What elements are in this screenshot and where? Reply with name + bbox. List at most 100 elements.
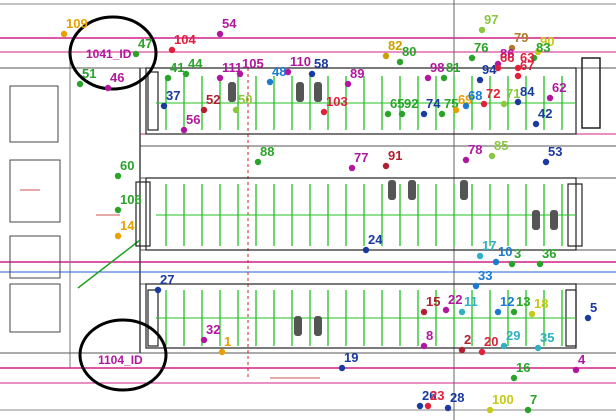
marker-82[interactable]: 82 — [382, 38, 403, 60]
marker-47[interactable]: 47 — [132, 36, 153, 58]
marker-1[interactable]: 1 — [218, 334, 231, 356]
marker-78[interactable]: 78 — [462, 142, 483, 164]
marker-28[interactable]: 28 — [444, 390, 465, 412]
marker-33[interactable]: 33 — [472, 268, 493, 290]
marker-27[interactable]: 27 — [154, 272, 175, 294]
marker-37[interactable]: 37 — [160, 88, 181, 110]
marker-17[interactable]: 17 — [476, 238, 497, 260]
marker-53[interactable]: 53 — [542, 144, 563, 166]
marker-104[interactable]: 104 — [168, 32, 197, 54]
marker-24[interactable]: 24 — [362, 232, 383, 254]
marker-2[interactable]: 2 — [458, 332, 471, 354]
marker-26[interactable]: 26 — [416, 388, 437, 410]
marker-69[interactable]: 69 — [452, 92, 473, 114]
marker-100[interactable]: 100 — [486, 392, 514, 414]
marker-92[interactable]: 92 — [398, 96, 419, 118]
marker-81[interactable]: 81 — [440, 60, 461, 82]
marker-label: 12 — [500, 294, 514, 309]
marker-109[interactable]: 109 — [60, 16, 88, 38]
marker-42[interactable]: 42 — [532, 106, 553, 128]
marker-51[interactable]: 51 — [76, 66, 97, 88]
marker-label: 103 — [326, 94, 348, 109]
marker-88[interactable]: 88 — [254, 144, 275, 166]
marker-52[interactable]: 52 — [200, 92, 221, 114]
marker-label: 41 — [170, 60, 184, 75]
marker-19[interactable]: 19 — [338, 350, 359, 372]
marker-106[interactable]: 106 — [114, 192, 142, 214]
marker-111[interactable]: 111 — [216, 60, 242, 82]
marker-18[interactable]: 18 — [528, 296, 549, 318]
marker-50[interactable]: 50 — [232, 92, 253, 114]
marker-dot — [532, 120, 540, 128]
marker-36[interactable]: 36 — [536, 246, 557, 268]
marker-label: 72 — [486, 86, 500, 101]
marker-10[interactable]: 10 — [492, 244, 513, 266]
marker-5[interactable]: 5 — [584, 300, 597, 322]
marker-68[interactable]: 68 — [462, 88, 483, 110]
marker-15[interactable]: 15 — [420, 294, 441, 316]
marker-dot — [398, 110, 406, 118]
marker-58[interactable]: 58 — [308, 56, 329, 78]
marker-23[interactable]: 23 — [424, 388, 445, 410]
marker-32[interactable]: 32 — [200, 322, 221, 344]
marker-46[interactable]: 46 — [104, 70, 125, 92]
marker-41[interactable]: 41 — [164, 60, 185, 82]
marker-65[interactable]: 65 — [384, 96, 405, 118]
marker-16[interactable]: 16 — [510, 360, 531, 382]
marker-dot — [384, 110, 392, 118]
marker-67[interactable]: 67 — [514, 58, 535, 80]
marker-29[interactable]: 29 — [500, 328, 521, 350]
marker-77[interactable]: 77 — [348, 150, 369, 172]
marker-12[interactable]: 12 — [494, 294, 515, 316]
marker-84[interactable]: 84 — [514, 84, 535, 106]
marker-44[interactable]: 44 — [182, 56, 203, 78]
marker-91[interactable]: 91 — [382, 148, 403, 170]
marker-94[interactable]: 94 — [476, 62, 497, 84]
marker-76[interactable]: 76 — [468, 40, 489, 62]
marker-110[interactable]: 110 — [284, 54, 311, 76]
marker-48[interactable]: 48 — [266, 64, 287, 86]
marker-74[interactable]: 74 — [420, 96, 441, 118]
marker-85[interactable]: 85 — [488, 138, 509, 160]
marker-71[interactable]: 71 — [500, 86, 521, 108]
marker-75[interactable]: 75 — [438, 96, 459, 118]
marker-label: 48 — [272, 64, 286, 79]
cart-icon — [408, 180, 416, 200]
cart-icon — [296, 82, 304, 102]
marker-54[interactable]: 54 — [216, 16, 237, 38]
marker-8[interactable]: 8 — [420, 328, 433, 350]
marker-dot — [438, 110, 446, 118]
marker-56[interactable]: 56 — [180, 112, 201, 134]
marker-98[interactable]: 98 — [424, 60, 445, 82]
marker-3[interactable]: 3 — [508, 246, 521, 268]
marker-11[interactable]: 11 — [458, 294, 478, 316]
marker-14[interactable]: 14 — [114, 218, 135, 240]
marker-label: 19 — [344, 350, 358, 365]
marker-105[interactable]: 105 — [236, 56, 264, 78]
marker-63[interactable]: 63 — [514, 50, 535, 72]
marker-62[interactable]: 62 — [546, 80, 567, 102]
marker-20[interactable]: 20 — [478, 334, 499, 356]
marker-72[interactable]: 72 — [480, 86, 501, 108]
marker-103[interactable]: 103 — [320, 94, 348, 116]
marker-79[interactable]: 79 — [508, 30, 529, 52]
marker-7[interactable]: 7 — [524, 392, 537, 414]
marker-83[interactable]: 83 — [530, 40, 551, 62]
marker-dot — [478, 26, 486, 34]
marker-60[interactable]: 60 — [114, 158, 135, 180]
marker-66[interactable]: 66 — [494, 50, 515, 72]
marker-35[interactable]: 35 — [534, 330, 555, 352]
marker-4[interactable]: 4 — [572, 352, 586, 374]
marker-90[interactable]: 90 — [534, 34, 555, 56]
marker-label: 10 — [498, 244, 512, 259]
marker-22[interactable]: 22 — [442, 292, 463, 314]
marker-89[interactable]: 89 — [344, 66, 365, 88]
marker-label: 47 — [138, 36, 152, 51]
marker-13[interactable]: 13 — [510, 294, 531, 316]
marker-label: 82 — [388, 38, 402, 53]
marker-label: 105 — [242, 56, 264, 71]
marker-97[interactable]: 97 — [478, 12, 499, 34]
marker-dot — [480, 100, 488, 108]
marker-80[interactable]: 80 — [396, 44, 417, 66]
